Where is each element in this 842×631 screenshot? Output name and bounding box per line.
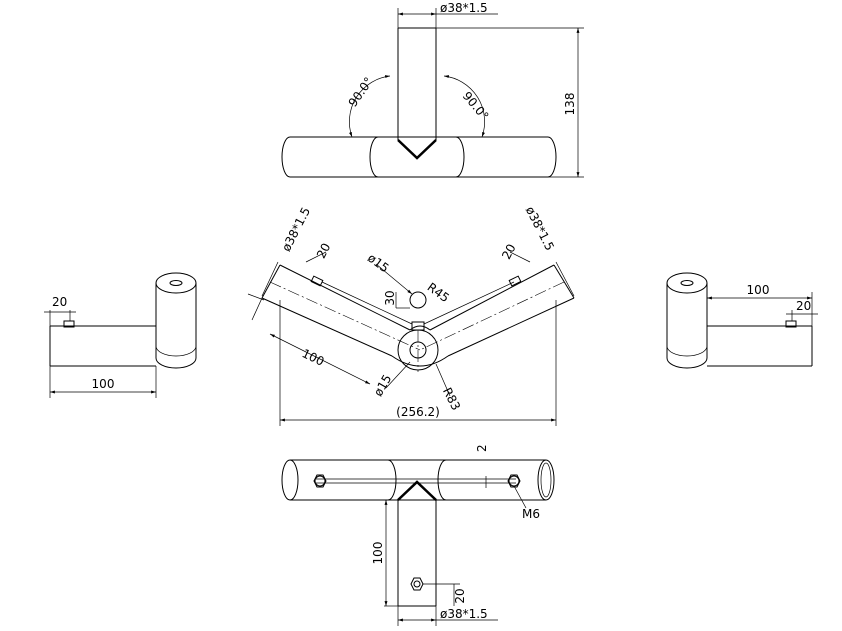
bottom-length-label: 100 [371, 542, 385, 565]
right-view: 100 20 [666, 272, 818, 369]
left-offset-label: 20 [52, 295, 67, 309]
front-hole-top-label: ø15 [365, 251, 392, 276]
front-diameter-left-label: ø38*1.5 [279, 205, 313, 254]
front-overall-width-label: (256.2) [396, 405, 440, 419]
right-offset-label: 20 [796, 299, 811, 313]
front-arm-length-label: 100 [300, 346, 327, 369]
bottom-view: 2 M6 100 20 ø38*1.5 [281, 444, 555, 626]
front-offset-left-label: 20 [314, 241, 333, 261]
front-view: ø38*1.5 ø38*1.5 20 20 ø15 30 R45 100 ø15… [247, 204, 575, 426]
left-view: 20 100 [44, 272, 197, 398]
front-radius-inner-label: R45 [425, 280, 452, 305]
front-diameter-right-label: ø38*1.5 [523, 204, 557, 253]
right-length-label: 100 [747, 283, 770, 297]
front-offset-right-label: 20 [499, 242, 518, 262]
angle-left-label: 90.0° [346, 75, 376, 110]
top-diameter-label: ø38*1.5 [440, 1, 488, 15]
bottom-offset-label: 20 [453, 588, 467, 603]
bottom-gap-label: 2 [475, 444, 489, 452]
bottom-diameter-label: ø38*1.5 [440, 607, 488, 621]
left-length-label: 100 [92, 377, 115, 391]
front-hole-bottom-label: ø15 [371, 372, 394, 399]
bottom-bolt-label: M6 [522, 507, 540, 521]
top-view: ø38*1.5 138 90.0° 90.0° [281, 1, 584, 178]
angle-right-label: 90.0° [460, 89, 492, 123]
top-height-label: 138 [563, 93, 577, 116]
front-radius-outer-label: R83 [440, 385, 463, 412]
front-rise-label: 30 [383, 290, 397, 305]
